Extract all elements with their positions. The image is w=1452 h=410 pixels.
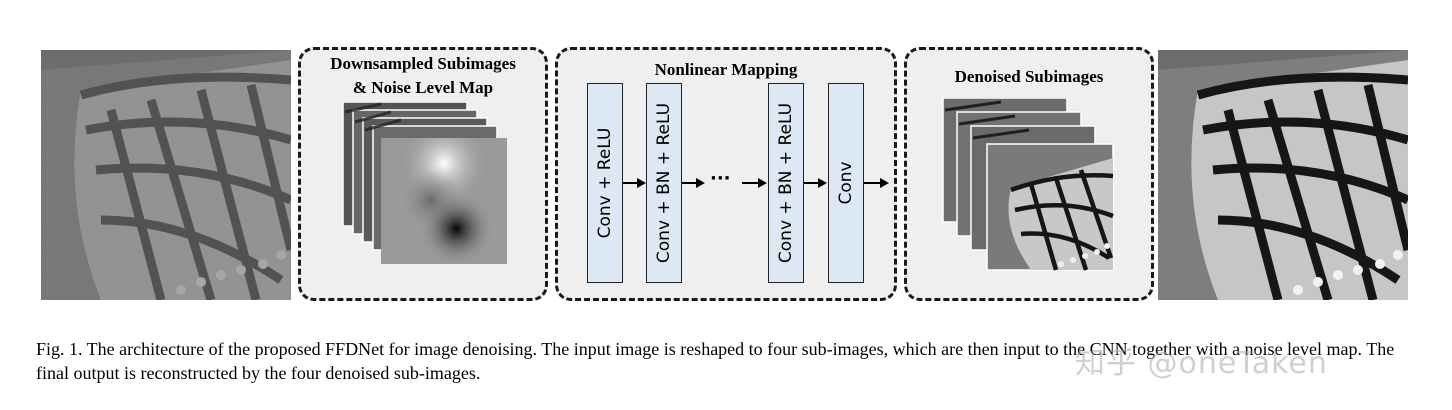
subimage-stack xyxy=(342,102,507,264)
layers-ellipsis: ··· xyxy=(710,168,731,189)
arrow-out-of-mapping xyxy=(864,178,889,188)
denoised-subimage-front xyxy=(986,143,1114,271)
layer-conv-bn-relu-1: Conv + BN + ReLU xyxy=(646,83,682,283)
downsampled-subimages-stage: Downsampled Subimages & Noise Level Map xyxy=(298,47,548,301)
layer-conv: Conv xyxy=(828,83,864,283)
nonlinear-title: Nonlinear Mapping xyxy=(654,60,798,79)
denoised-subimage-stack xyxy=(942,98,1114,271)
downsampled-title-line1: Downsampled Subimages xyxy=(330,54,516,73)
layer-conv-relu: Conv + ReLU xyxy=(587,83,623,283)
arrow-ellipsis-to-layerN xyxy=(742,178,767,188)
downsampled-title-line2: & Noise Level Map xyxy=(352,78,494,97)
watermark: 知乎 @oneTaken xyxy=(1075,346,1328,381)
arrow-layerN-to-conv xyxy=(804,178,827,188)
figure-caption: Fig. 1. The architecture of the proposed… xyxy=(36,339,1395,383)
output-denoised-image xyxy=(1158,50,1408,300)
input-noisy-image xyxy=(41,50,291,300)
arrow-layer2-to-ellipsis xyxy=(682,178,705,188)
denoised-title: Denoised Subimages xyxy=(954,67,1104,86)
layer-conv-bn-relu-n: Conv + BN + ReLU xyxy=(768,83,804,283)
denoised-subimages-stage: Denoised Subimages xyxy=(904,47,1154,301)
arrow-layer1-to-layer2 xyxy=(623,178,646,188)
noise-level-map xyxy=(381,138,507,264)
